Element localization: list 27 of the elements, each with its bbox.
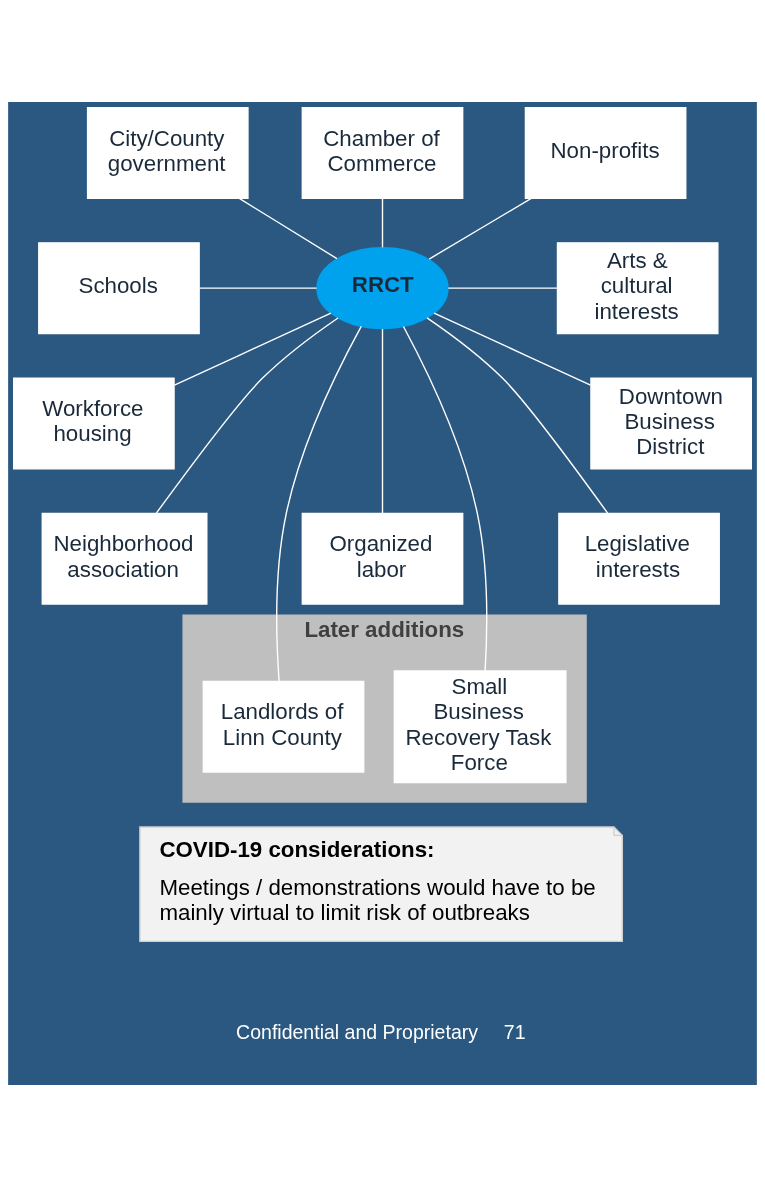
- connector: [433, 312, 592, 386]
- node-box: Non-profits: [524, 106, 687, 199]
- connector: [238, 197, 338, 260]
- connector: [198, 287, 318, 289]
- label: Confidential and Proprietary: [236, 1020, 479, 1043]
- node-ellipse: RRCT: [316, 247, 449, 330]
- connector: [173, 312, 332, 386]
- node-box: Schools: [38, 242, 200, 335]
- node-box: Neighborhood association: [41, 512, 208, 605]
- connector: [428, 197, 532, 260]
- node-box: Landlords of Linn County: [202, 680, 365, 773]
- node-box: City/County government: [86, 106, 249, 199]
- node-box: Legislative interests: [558, 512, 720, 605]
- connector: [155, 317, 339, 514]
- connector: [381, 328, 384, 514]
- node-box: Downtown Business District: [590, 377, 752, 470]
- label: 71: [503, 1020, 526, 1043]
- node-box: Organized labor: [301, 512, 464, 605]
- node-box: Small Business Recovery Task Force: [393, 670, 567, 784]
- connector: [426, 317, 609, 514]
- connector: [381, 197, 384, 248]
- connector: [402, 325, 488, 672]
- connector: [447, 287, 559, 289]
- node-box: Workforce housing: [13, 377, 175, 470]
- node-box: Arts & cultural interests: [556, 242, 719, 335]
- node-box: Chamber of Commerce: [301, 106, 464, 199]
- connector: [276, 325, 362, 682]
